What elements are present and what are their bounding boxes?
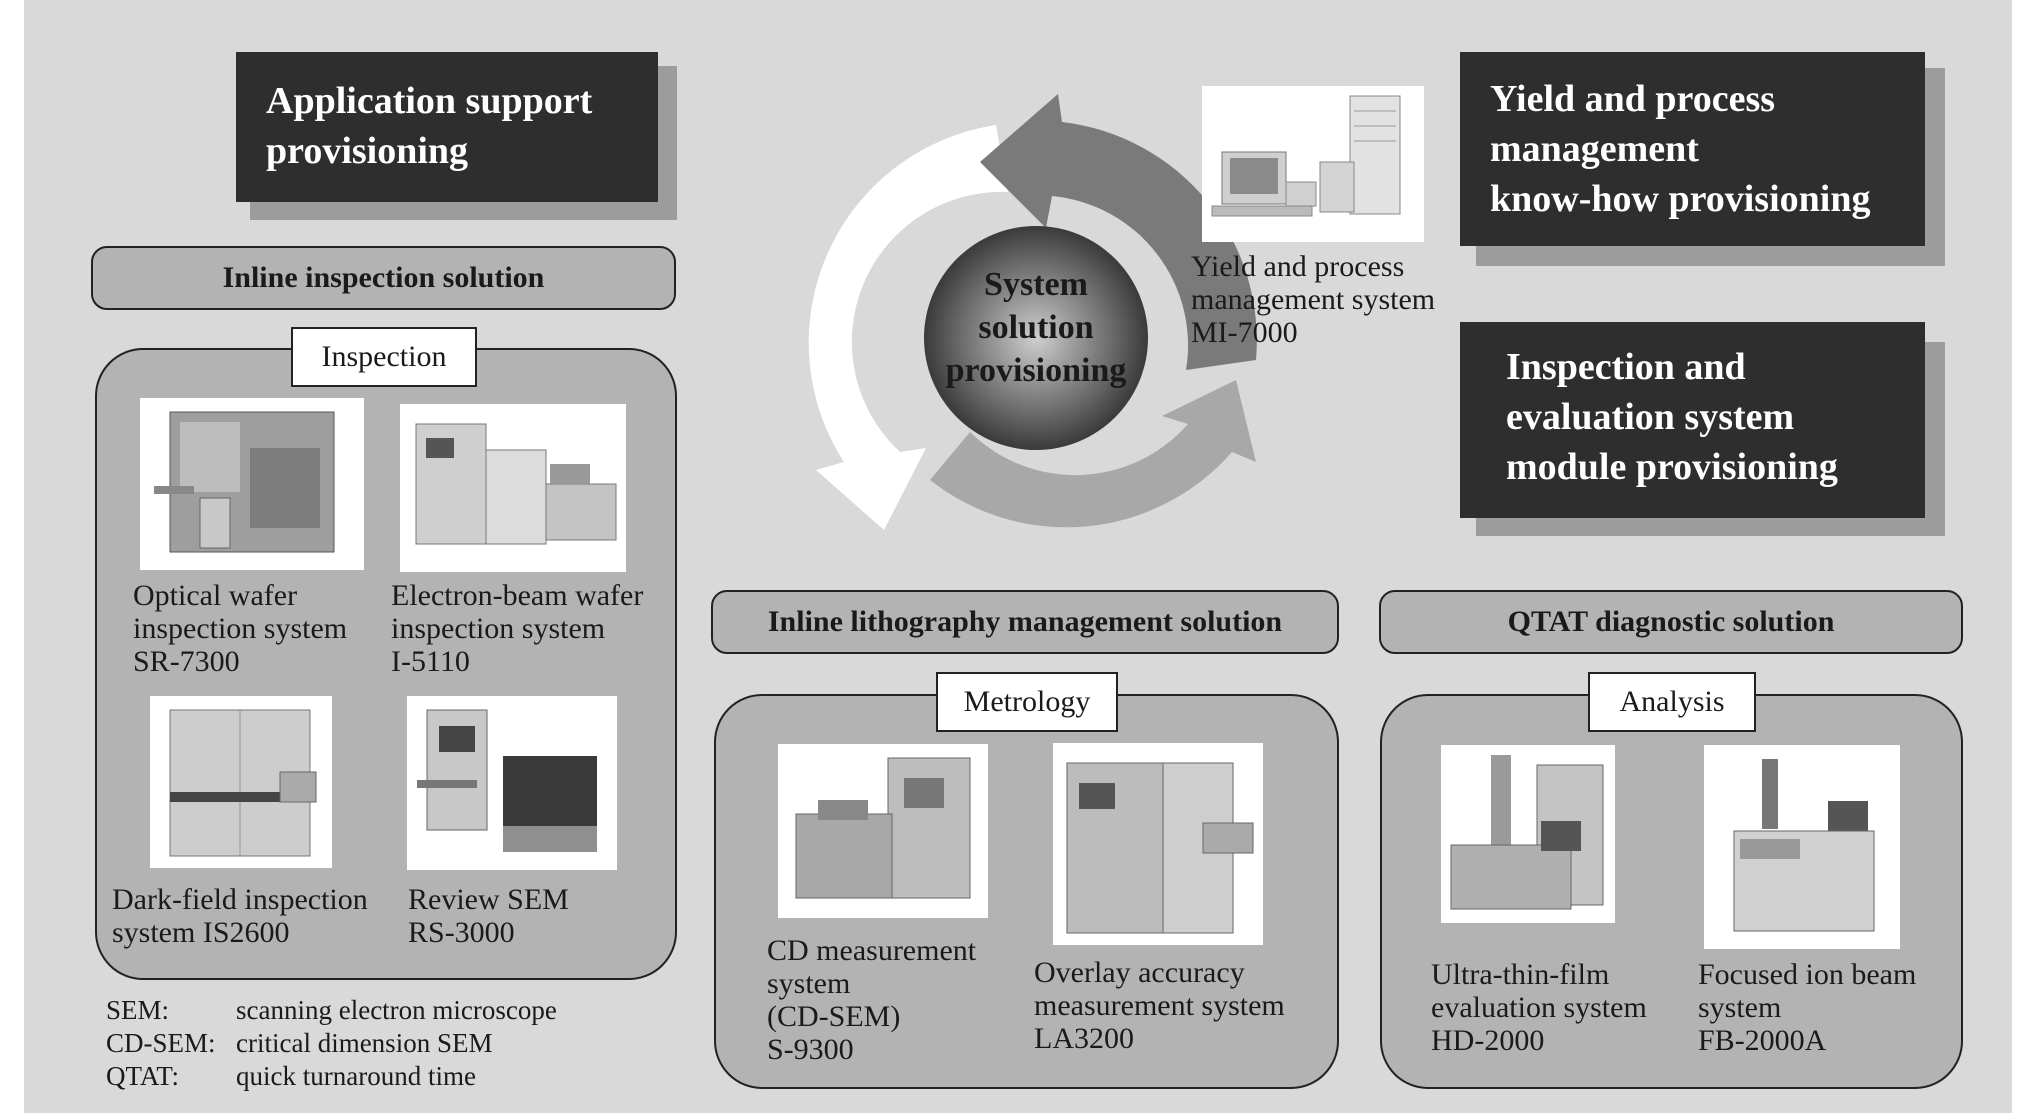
fb2000a-photo <box>1704 745 1900 949</box>
qtat-solution-label: QTAT diagnostic solution <box>1379 590 1963 654</box>
hd2000-photo <box>1441 745 1615 923</box>
caption-line: (CD-SEM) <box>767 1000 901 1033</box>
center-label: System solution provisioning <box>916 263 1156 392</box>
inspection-module-heading: Inspection and evaluation system module … <box>1460 322 1925 518</box>
caption-line: evaluation system <box>1431 991 1647 1024</box>
abbreviation-definition: quick turnaround time <box>236 1061 476 1091</box>
caption-line: RS-3000 <box>408 916 515 949</box>
heading-line: provisioning <box>266 130 469 172</box>
rs3000-photo <box>407 696 617 870</box>
abbreviation-definition: critical dimension SEM <box>236 1028 493 1058</box>
caption-line: CD measurement <box>767 934 977 967</box>
cycle-arrow-mid <box>930 380 1256 528</box>
caption-line: Overlay accuracy <box>1034 956 1245 989</box>
analysis-tag: Analysis <box>1588 672 1756 732</box>
la3200-caption: Overlay accuracy measurement system LA32… <box>1034 956 1285 1055</box>
heading-line: Yield and process <box>1490 78 1776 120</box>
yield-system-photo <box>1202 86 1424 242</box>
caption-line: I-5110 <box>391 645 470 678</box>
caption-line: Dark-field inspection <box>112 883 368 916</box>
heading-line: management <box>1490 128 1699 170</box>
caption-line: measurement system <box>1034 989 1285 1022</box>
caption-line: inspection system <box>133 612 348 645</box>
caption-line: MI-7000 <box>1191 316 1298 349</box>
i5110-caption: Electron-beam wafer inspection system I-… <box>391 579 643 678</box>
yield-process-heading: Yield and process management know-how pr… <box>1460 52 1925 246</box>
center-label-line: solution <box>978 309 1094 346</box>
caption-line: Ultra-thin-film <box>1431 958 1610 991</box>
abbreviation-term: SEM: <box>106 995 170 1025</box>
caption-line: Optical wafer <box>133 579 298 612</box>
caption-line: inspection system <box>391 612 606 645</box>
caption-line: Review SEM <box>408 883 569 916</box>
hd2000-caption: Ultra-thin-film evaluation system HD-200… <box>1431 958 1647 1057</box>
abbreviation-term: QTAT: <box>106 1061 179 1091</box>
sr7300-caption: Optical wafer inspection system SR-7300 <box>133 579 347 678</box>
s9300-photo <box>778 744 988 918</box>
abbreviation-row: CD-SEM: critical dimension SEM <box>106 1027 706 1060</box>
heading-line: evaluation system <box>1506 396 1795 438</box>
caption-line: SR-7300 <box>133 645 240 678</box>
yield-system-caption: Yield and process management system MI-7… <box>1191 250 1435 349</box>
caption-line: Yield and process <box>1191 250 1405 283</box>
metrology-tag: Metrology <box>936 672 1118 732</box>
heading-line: know-how provisioning <box>1490 178 1871 220</box>
center-sphere <box>924 226 1148 450</box>
fb2000a-caption: Focused ion beam system FB-2000A <box>1698 958 1916 1057</box>
caption-line: system <box>767 967 851 1000</box>
caption-line: Electron-beam wafer <box>391 579 644 612</box>
inline-inspection-solution-label: Inline inspection solution <box>91 246 676 310</box>
inline-lithography-solution-label: Inline lithography management solution <box>711 590 1339 654</box>
caption-line: LA3200 <box>1034 1022 1134 1055</box>
heading-line: Inspection and <box>1506 346 1746 388</box>
app-support-heading: Application support provisioning <box>236 52 658 202</box>
inspection-tag: Inspection <box>291 327 477 387</box>
cycle-arrow-light <box>808 125 1008 530</box>
la3200-photo <box>1053 743 1263 945</box>
is2600-caption: Dark-field inspection system IS2600 <box>112 883 368 949</box>
abbreviation-row: QTAT: quick turnaround time <box>106 1060 706 1093</box>
caption-line: Focused ion beam <box>1698 958 1917 991</box>
is2600-photo <box>150 696 332 868</box>
heading-line: Application support <box>266 80 593 122</box>
abbreviation-term: CD-SEM: <box>106 1028 216 1058</box>
caption-line: HD-2000 <box>1431 1024 1545 1057</box>
i5110-photo <box>400 404 626 572</box>
center-label-line: System <box>984 266 1088 303</box>
sr7300-photo <box>140 398 364 570</box>
cycle-arrow-dark <box>980 94 1257 370</box>
s9300-caption: CD measurement system (CD-SEM) S-9300 <box>767 934 976 1066</box>
abbreviation-row: SEM: scanning electron microscope <box>106 994 706 1027</box>
heading-line: module provisioning <box>1506 446 1838 488</box>
caption-line: management system <box>1191 283 1436 316</box>
caption-line: FB-2000A <box>1698 1024 1827 1057</box>
center-label-line: provisioning <box>945 352 1127 389</box>
caption-line: S-9300 <box>767 1033 854 1066</box>
caption-line: system <box>1698 991 1782 1024</box>
rs3000-caption: Review SEM RS-3000 <box>408 883 569 949</box>
solution-cycle-graphic <box>808 94 1257 530</box>
caption-line: system IS2600 <box>112 916 290 949</box>
abbreviation-definition: scanning electron microscope <box>236 995 557 1025</box>
